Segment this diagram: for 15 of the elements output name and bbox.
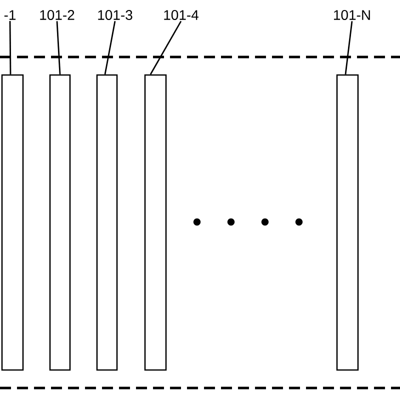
leader-line [344,21,353,74]
part-label: 101-2 [40,10,74,20]
part-label: -1 [4,10,16,20]
part-label: 101-3 [98,10,132,20]
leader-line [104,21,116,74]
part-label: 101-N [334,10,370,20]
leader-line [56,21,61,74]
vertical-bar [144,74,167,371]
leader-line [9,21,12,74]
vertical-bar [336,74,359,371]
leader-line [150,20,182,75]
part-label: 101-4 [164,10,198,20]
vertical-bar [1,74,24,371]
vertical-bar [49,74,71,371]
vertical-bar [96,74,118,371]
